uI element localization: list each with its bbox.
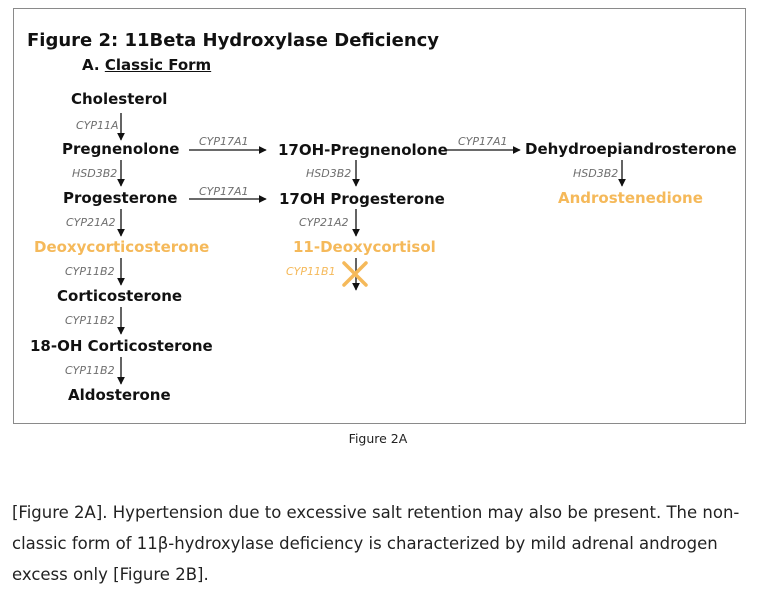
figure-caption: Figure 2A xyxy=(348,431,408,446)
block-x-icon xyxy=(342,261,368,287)
node-18oh-corticosterone: 18-OH Corticosterone xyxy=(30,337,213,355)
enzyme-cyp11b2-2: CYP11B2 xyxy=(65,314,115,327)
enzyme-cyp11b1: CYP11B1 xyxy=(286,265,336,278)
node-deoxycorticosterone: Deoxycorticosterone xyxy=(34,238,210,256)
node-11-deoxycortisol: 11-Deoxycortisol xyxy=(293,238,436,256)
enzyme-cyp17a1-1: CYP17A1 xyxy=(199,135,249,148)
node-corticosterone: Corticosterone xyxy=(57,287,183,305)
node-aldosterone: Aldosterone xyxy=(68,386,171,404)
node-androstenedione: Androstenedione xyxy=(558,189,703,207)
enzyme-hsd3b2-left: HSD3B2 xyxy=(72,167,118,180)
figure-subtitle: A. Classic Form xyxy=(82,58,211,73)
enzyme-cyp11b2-3: CYP11B2 xyxy=(65,364,115,377)
enzyme-cyp21a2-left: CYP21A2 xyxy=(66,216,116,229)
node-pregnenolone: Pregnenolone xyxy=(62,140,180,158)
figure-panel xyxy=(13,8,746,424)
enzyme-hsd3b2-right: HSD3B2 xyxy=(573,167,619,180)
enzyme-cyp17a1-2: CYP17A1 xyxy=(199,185,249,198)
node-progesterone: Progesterone xyxy=(63,189,178,207)
body-paragraph: [Figure 2A]. Hypertension due to excessi… xyxy=(12,503,740,584)
node-17oh-pregnenolone: 17OH-Pregnenolone xyxy=(278,141,448,159)
enzyme-cyp11a: CYP11A xyxy=(76,119,119,132)
node-cholesterol: Cholesterol xyxy=(71,90,168,108)
figure-title: Figure 2: 11Beta Hydroxylase Deficiency xyxy=(27,30,440,51)
enzyme-hsd3b2-middle: HSD3B2 xyxy=(306,167,352,180)
node-17oh-progesterone: 17OH Progesterone xyxy=(279,190,445,208)
node-dhea: Dehydroepiandrosterone xyxy=(525,140,737,158)
subtitle-underlined: Classic Form xyxy=(104,56,212,74)
subtitle-prefix: A. xyxy=(82,56,105,74)
enzyme-cyp11b2-1: CYP11B2 xyxy=(65,265,115,278)
enzyme-cyp21a2-middle: CYP21A2 xyxy=(299,216,349,229)
enzyme-cyp17a1-3: CYP17A1 xyxy=(458,135,508,148)
